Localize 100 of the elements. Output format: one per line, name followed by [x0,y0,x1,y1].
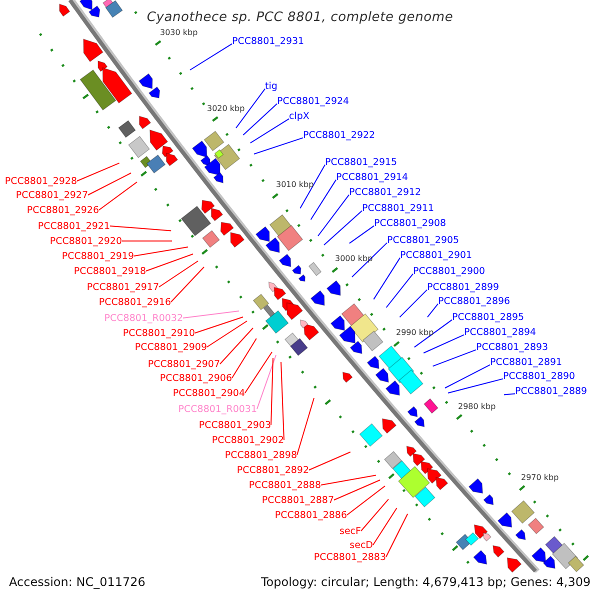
gene-label: PCC8801_2917 [86,282,159,292]
leader-line [194,316,244,334]
gene-label: PCC8801_2918 [74,266,146,276]
gene-label: clpX [289,110,310,122]
leader-line [448,378,504,394]
leader-line [504,393,516,396]
gene-label: PCC8801_2892 [236,464,309,476]
gene-label: PCC8801_2906 [160,372,232,384]
gene-label: PCC8801_2895 [452,312,524,322]
gene-label: PCC8801_2898 [224,450,297,460]
gene-label: PCC8801_2894 [464,326,536,338]
gene-label: PCC8801_2901 [400,250,472,260]
leader-line [352,242,388,278]
gene-label: PCC8801_2888 [248,480,321,490]
gene-label: PCC8801_2931 [232,36,304,46]
gene-label: PCC8801_2919 [62,250,134,262]
gene-label: PCC8801_2890 [503,370,576,382]
leader-line [348,225,374,244]
leader-line [110,226,172,232]
scale-label: 3020 kbp [207,104,245,112]
leader-line [310,179,336,220]
leader-line [122,240,172,242]
leader-line [308,452,351,470]
gene-label: PCC8801_2922 [303,130,376,140]
gene-label: PCC8801_2904 [172,388,245,398]
leader-line [182,310,240,318]
leader-line [399,289,428,318]
leader-line [318,194,350,236]
gene-label: secF [340,526,361,536]
gene-label: PCC8801_2910 [122,328,195,338]
gene-label: PCC8801_2928 [4,176,77,186]
leader-line [244,352,272,394]
leader-line [334,480,380,500]
leader-line [360,498,389,532]
leader-line [232,338,257,378]
leader-line [170,266,204,302]
gene-label: PCC8801_2914 [336,172,408,182]
leader-line [146,254,194,272]
leader-line [386,513,408,558]
gene-label: PCC8801_2905 [387,234,460,246]
gene-label: PCC8801_2886 [274,510,347,520]
leader-line [300,164,326,209]
leader-line [242,103,278,136]
gene-label: PCC8801_R0032 [104,312,183,324]
accession-label: Accession: NC_011726 [9,575,146,589]
gene-label: PCC8801_2926 [26,204,99,216]
gene-label: PCC8801_2916 [98,296,171,308]
gene-label: PCC8801_2903 [198,420,271,430]
leader-line [98,182,138,210]
leader-line [256,354,276,410]
scale-label: 2970 kbp [521,472,559,482]
gene-label: PCC8801_2887 [262,494,334,506]
leader-line [158,260,198,288]
leader-line [432,349,476,367]
genome-stats-label: Topology: circular; Length: 4,679,413 bp; Genes: 4,309 [261,575,591,589]
gene-label: PCC8801_2889 [515,386,588,396]
gene-label: PCC8801_2911 [362,202,434,214]
leader-line [190,43,232,70]
leader-line [76,162,120,182]
gene-label: PCC8801_2927 [16,190,88,200]
leader-line [324,210,362,246]
gene-label: PCC8801_2912 [349,186,422,198]
leader-line [270,358,274,426]
leader-line [372,508,398,546]
scale-label: 3030 kbp [160,28,198,36]
gene-label: PCC8801_2896 [438,296,510,306]
gene-label: PCC8801_2907 [148,358,220,370]
scale-label: 3010 kbp [276,180,314,188]
leader-line [220,328,254,364]
leader-line [423,334,464,354]
gene-label: PCC8801_2900 [413,266,486,276]
gene-label: PCC8801_2921 [38,220,110,232]
gene-label: PCC8801_2908 [374,218,446,228]
leader-line [134,246,188,256]
leader-line [236,88,266,128]
leader-line [386,273,414,308]
gene-label: tig [265,80,278,92]
leader-line [427,303,438,318]
diagram-title: Cyanothece sp. PCC 8801, complete genome [146,10,454,25]
leader-line [346,486,386,516]
leader-line [320,474,376,486]
scale-label: 2980 kbp [458,402,496,410]
gene-label: PCC8801_2915 [325,156,398,168]
gene-label: PCC8801_R0031 [178,404,257,414]
leader-line [414,319,452,348]
gene-label: PCC8801_2924 [277,96,350,106]
gene-label: PCC8801_2883 [314,552,386,562]
scale-label: 3000 kbp [335,254,373,262]
scale-label: 2990 kbp [396,328,434,336]
leader-line [444,364,490,388]
leader-line [373,257,400,300]
gene-label: PCC8801_2891 [490,356,562,368]
leader-line [296,398,314,456]
leader-line [280,362,284,440]
leader-line [206,320,248,348]
gene-label: secD [350,540,373,550]
gene-label: PCC8801_2909 [134,342,207,352]
gene-label: PCC8801_2893 [476,342,548,352]
leader-line [254,137,304,154]
gene-label: PCC8801_2920 [50,236,122,246]
